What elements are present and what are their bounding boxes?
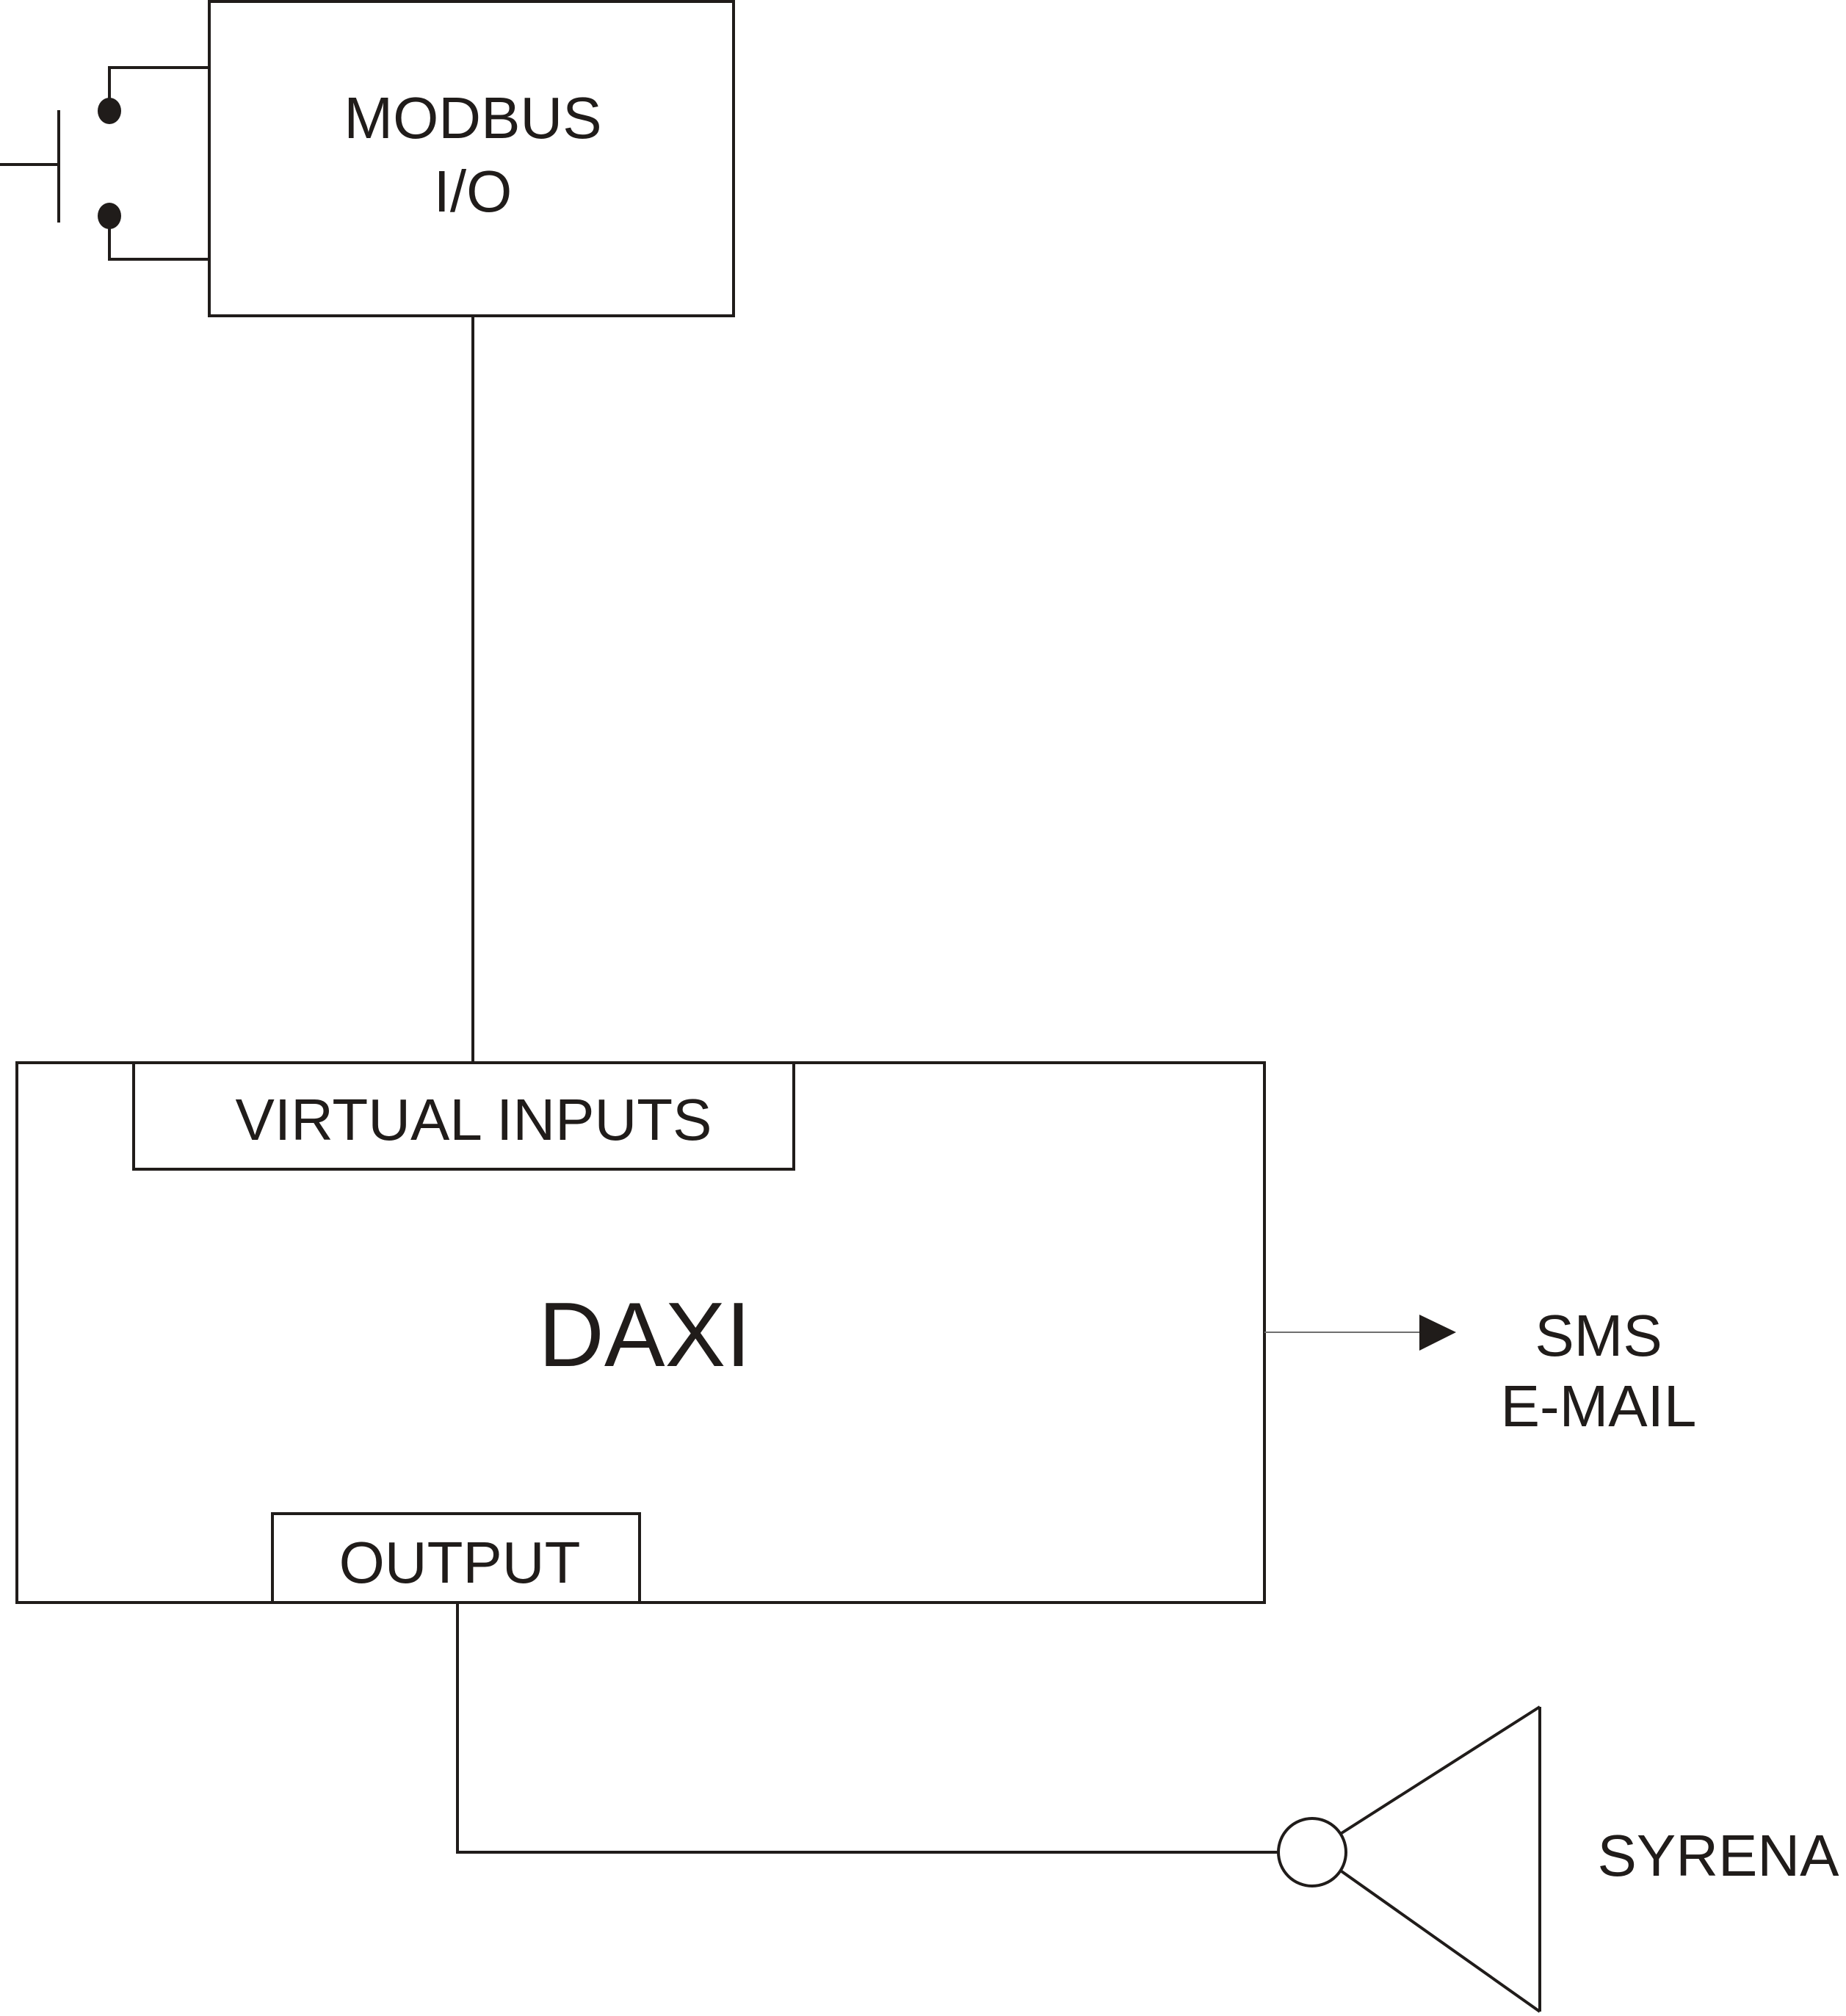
virtual-inputs-box [132,1061,795,1171]
modbus-io-box [208,0,735,317]
push-button-switch-icon [0,66,209,261]
io-label: I/O [434,159,513,224]
output-label: OUTPUT [339,1530,581,1595]
email-label: E-MAIL [1501,1373,1697,1439]
output-connection-line [456,1603,1278,1854]
siren-label: SYRENA [1598,1823,1840,1888]
contact-terminal-top [98,98,121,124]
sms-label: SMS [1535,1303,1662,1368]
daxi-title: DAXI [538,1285,750,1386]
contact-terminal-bottom [98,203,121,229]
virtual-inputs-label: VIRTUAL INPUTS [235,1087,712,1152]
modbus-label: MODBUS [344,85,601,151]
arrow-head-icon [1419,1315,1456,1351]
siren-icon [1277,1705,1541,2013]
